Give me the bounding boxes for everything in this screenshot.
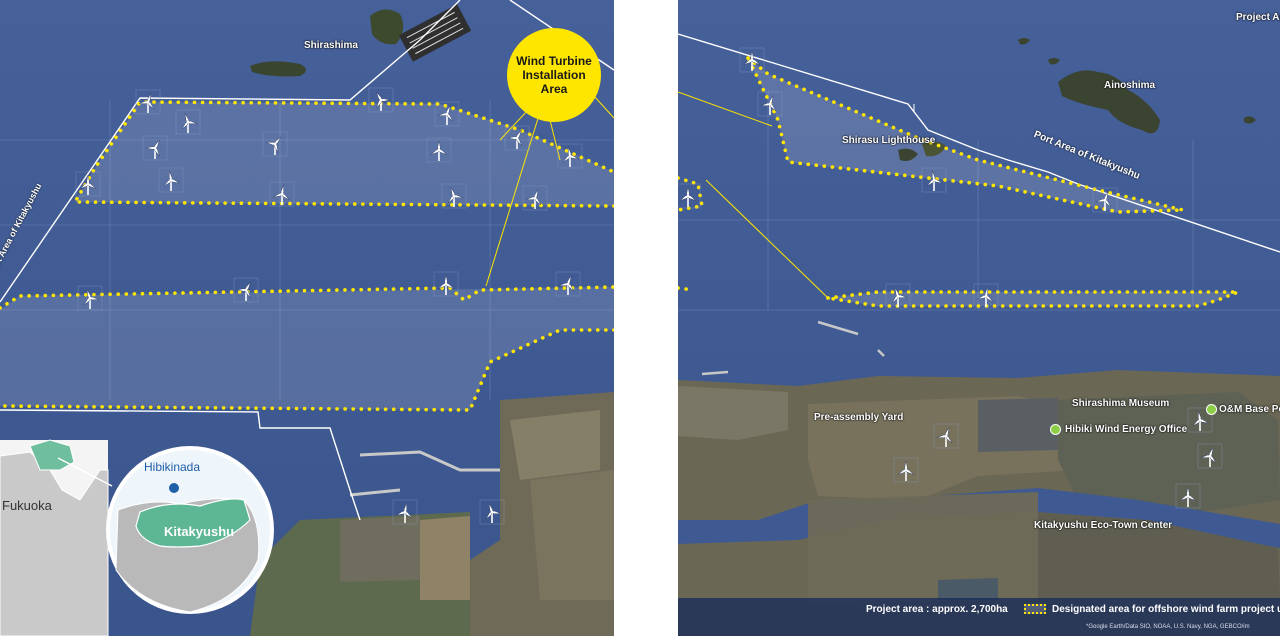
wind-turbine-icon — [739, 47, 765, 73]
designated-area-legend: Designated area for offshore wind farm p… — [1052, 604, 1280, 615]
project-area-label-top: Project Are — [1236, 12, 1280, 23]
wind-turbine-icon — [368, 87, 394, 113]
wind-turbine-icon — [921, 167, 947, 193]
wind-turbine-icon — [757, 91, 783, 117]
grid-lines — [0, 100, 614, 400]
wind-turbine-icon — [269, 181, 295, 207]
wind-turbine-icon — [885, 283, 911, 309]
ainoshima-label: Ainoshima — [1104, 80, 1156, 91]
wind-turbine-icon — [1092, 187, 1118, 213]
inset-fukuoka-label: Fukuoka — [2, 498, 52, 513]
wind-turbine-icon — [233, 277, 259, 303]
wind-turbine-icon — [555, 271, 581, 297]
wind-turbine-icon — [75, 171, 101, 197]
wind-turbine-icon — [1175, 483, 1201, 509]
shirasu-lighthouse-label: Shirasu Lighthouse — [842, 135, 936, 146]
wind-turbine-icon — [479, 499, 505, 525]
right-map-graphics — [678, 0, 1280, 636]
wind-turbine-icon — [433, 271, 459, 297]
callout-text: Wind Turbine Installation Area — [516, 54, 592, 96]
wind-turbine-icon — [158, 167, 184, 193]
legend-bar — [678, 598, 1280, 636]
imagery-credit: *Google Earth/Data SIO, NOAA, U.S. Navy,… — [1086, 624, 1250, 630]
installation-area-boundary — [0, 100, 614, 412]
dotted-area-legend-swatch — [1024, 604, 1046, 614]
shirashima-museum-label: Shirashima Museum — [1072, 398, 1170, 409]
om-base-marker — [1206, 404, 1217, 415]
inset-hibikinada-label: Hibikinada — [144, 460, 201, 474]
shirashima-label: Shirashima — [304, 40, 358, 51]
wind-turbine-icon — [1197, 443, 1223, 469]
project-area-legend: Project area : approx. 2,700ha — [866, 604, 1008, 615]
pre-assembly-yard-label: Pre-assembly Yard — [814, 412, 904, 423]
om-base-port-label: O&M Base Por — [1219, 404, 1280, 415]
wind-turbine-icon — [557, 143, 583, 169]
inset-kitakyushu-label: Kitakyushu — [164, 524, 235, 539]
wind-turbine-icon — [522, 185, 548, 211]
left-map-panel: Shirashima Port Area of Kitakyushu Wind … — [0, 0, 614, 636]
wind-turbine-icon — [504, 125, 530, 151]
hibiki-wind-energy-office-label: Hibiki Wind Energy Office — [1065, 424, 1188, 435]
wind-turbine-icon — [973, 283, 999, 309]
eco-town-center-label: Kitakyushu Eco-Town Center — [1034, 520, 1173, 531]
wind-turbine-icon — [933, 423, 959, 449]
wind-turbine-icon — [1187, 407, 1213, 433]
wind-turbine-icon — [678, 183, 701, 209]
wind-turbine-icon — [135, 89, 161, 115]
left-map-graphics — [0, 0, 614, 636]
wind-turbine-icon — [893, 457, 919, 483]
wind-turbine-icon — [142, 135, 168, 161]
wind-turbine-installation-callout: Wind Turbine Installation Area — [507, 28, 601, 122]
turbine-group — [75, 87, 583, 525]
right-map-panel: Project Are Ainoshima Shirasu Lighthouse… — [678, 0, 1280, 636]
wind-turbine-icon — [175, 109, 201, 135]
wind-turbine-icon — [426, 137, 452, 163]
wind-turbine-icon — [262, 131, 288, 157]
wind-turbine-icon — [434, 101, 460, 127]
inset-map — [0, 439, 274, 636]
wind-turbine-icon — [77, 285, 103, 311]
hibiki-office-marker — [1050, 424, 1061, 435]
wind-turbine-icon — [441, 183, 467, 209]
wind-turbine-icon — [392, 499, 418, 525]
turbine-group-right — [678, 47, 1223, 509]
